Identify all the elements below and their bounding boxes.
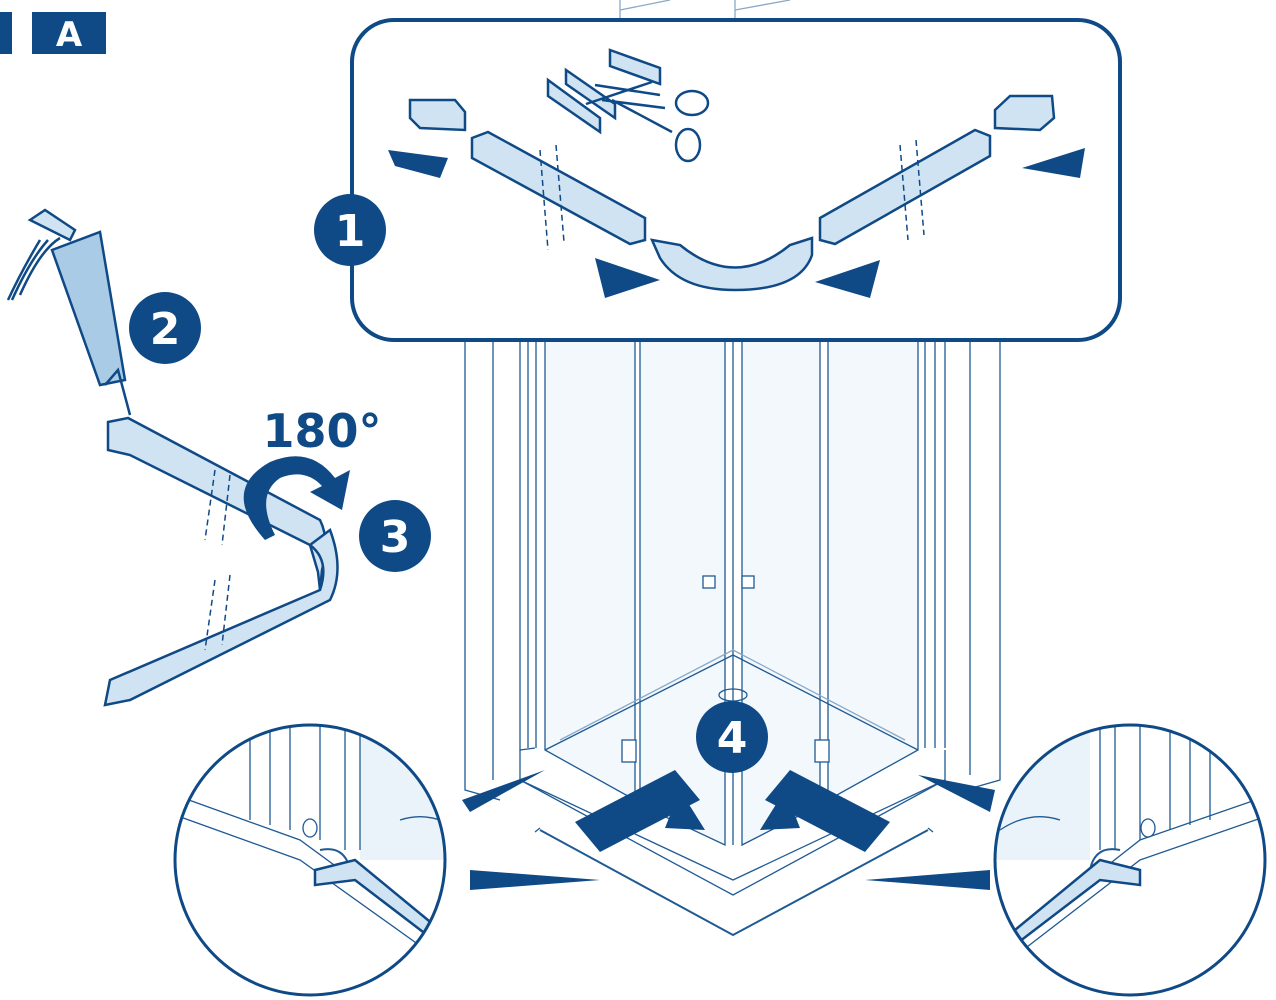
bent-profile xyxy=(103,416,339,707)
section-badge xyxy=(32,12,106,54)
step2-badge xyxy=(129,292,201,364)
step1-panel: 1 xyxy=(314,18,1122,342)
push-arrow-icon xyxy=(765,770,890,852)
step4-number: 4 xyxy=(717,713,748,764)
step3-badge xyxy=(359,500,431,572)
detail-left xyxy=(173,723,600,997)
sealant-gun-icon xyxy=(6,208,132,416)
push-arrow-icon xyxy=(760,790,800,830)
step1-frame xyxy=(350,18,1122,342)
step4-badge xyxy=(696,701,768,773)
push-arrow-icon xyxy=(815,260,880,298)
push-arrow-icon xyxy=(595,258,660,298)
detail-right xyxy=(865,723,1267,997)
step3-number: 3 xyxy=(380,512,411,563)
scissors-icon xyxy=(546,48,710,163)
step2-number: 2 xyxy=(150,304,181,355)
rotation-label: 180° xyxy=(262,404,381,458)
prev-section-tab xyxy=(0,12,12,54)
step1-number: 1 xyxy=(335,206,366,257)
step1-badge xyxy=(314,194,386,266)
section-header: A xyxy=(0,12,106,55)
end-cap-right xyxy=(993,94,1056,132)
rotate-arrow-icon xyxy=(243,456,350,540)
push-arrow-icon xyxy=(665,790,705,830)
corner-connector xyxy=(649,236,814,292)
section-letter: A xyxy=(56,15,83,55)
push-arrow-icon xyxy=(388,150,448,178)
profile-right xyxy=(818,128,992,246)
profile-left xyxy=(470,130,647,246)
push-arrow-icon xyxy=(575,770,700,852)
end-cap-left xyxy=(408,98,467,132)
push-arrow-icon xyxy=(1022,148,1085,178)
